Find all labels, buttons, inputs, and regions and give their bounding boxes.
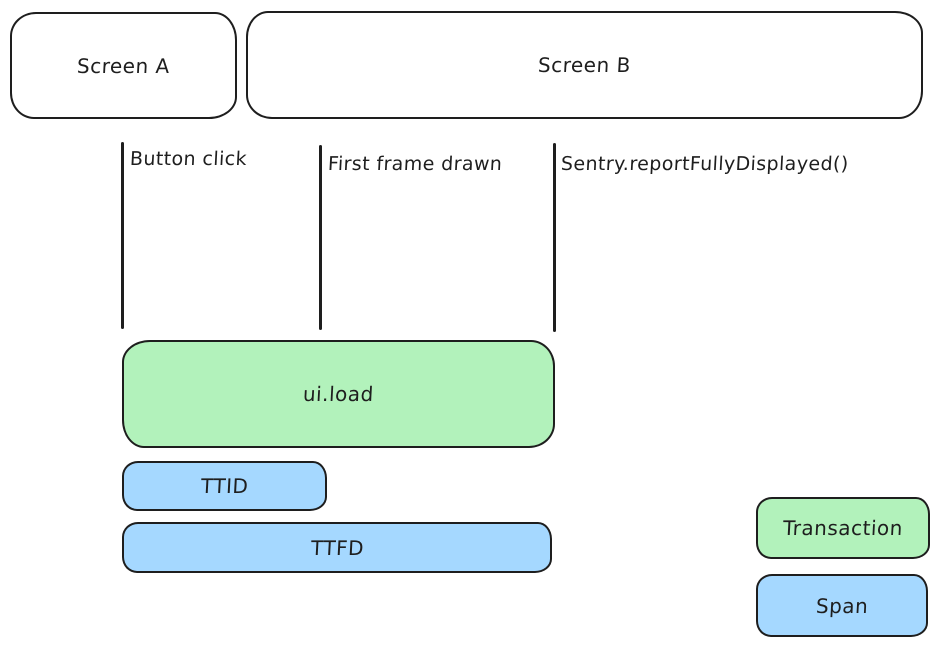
ttid-label: TTID: [200, 474, 249, 498]
event-line-button-click: [121, 142, 124, 329]
event-label-first-frame-drawn: First frame drawn: [327, 153, 503, 175]
event-label-report-fully-displayed: Sentry.reportFullyDisplayed(): [560, 153, 850, 175]
event-line-first-frame-drawn: [319, 145, 322, 330]
ui-load-label: ui.load: [302, 382, 375, 406]
event-line-report-fully-displayed: [553, 143, 556, 332]
legend-transaction: Transaction: [756, 497, 930, 559]
ttid-span-bar: TTID: [122, 461, 327, 511]
screen-b-label: Screen B: [537, 53, 632, 77]
event-label-button-click: Button click: [129, 148, 248, 170]
ttfd-span-bar: TTFD: [122, 522, 552, 573]
ttfd-label: TTFD: [309, 535, 365, 560]
legend-span-label: Span: [815, 593, 869, 618]
screen-a-label: Screen A: [76, 53, 171, 78]
legend-transaction-label: Transaction: [782, 516, 904, 540]
ui-load-transaction-bar: ui.load: [122, 340, 555, 448]
screen-a-box: Screen A: [10, 12, 237, 119]
legend-span: Span: [756, 574, 928, 637]
screen-b-box: Screen B: [246, 11, 923, 119]
